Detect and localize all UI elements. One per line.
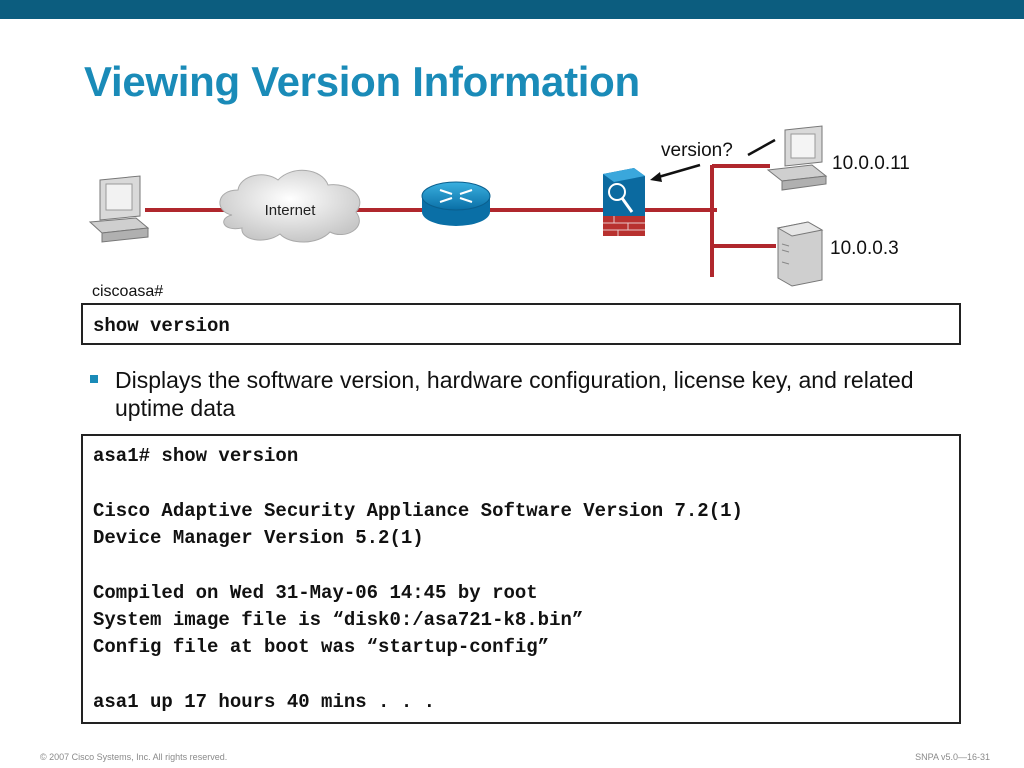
command-text: show version bbox=[93, 315, 230, 337]
output-line: asa1 up 17 hours 40 mins . . . bbox=[93, 691, 436, 713]
internet-cloud-icon bbox=[219, 169, 361, 243]
output-line: Cisco Adaptive Security Appliance Softwa… bbox=[93, 500, 743, 522]
network-links bbox=[145, 164, 776, 277]
client-pc-icon bbox=[88, 175, 150, 243]
bullet-item: Displays the software version, hardware … bbox=[90, 366, 950, 422]
output-line: Device Manager Version 5.2(1) bbox=[93, 527, 424, 549]
output-line: Config file at boot was “startup-config” bbox=[93, 636, 550, 658]
router-icon bbox=[421, 181, 491, 226]
server-icon bbox=[776, 221, 824, 287]
output-box: asa1# show version Cisco Adaptive Securi… bbox=[81, 434, 961, 724]
arrow-head-icon bbox=[650, 172, 662, 182]
bullet-square-icon bbox=[90, 375, 98, 383]
slide-number-footer: SNPA v5.0—16-31 bbox=[915, 752, 990, 762]
query-arrows bbox=[654, 138, 776, 180]
network-diagram: Internet bbox=[88, 125, 828, 287]
server-ip-label: 10.0.0.3 bbox=[830, 238, 899, 259]
host-pc-icon bbox=[766, 125, 828, 191]
bullet-text: Displays the software version, hardware … bbox=[115, 367, 914, 421]
slide-title: Viewing Version Information bbox=[84, 58, 640, 105]
version-query-label: version? bbox=[661, 140, 733, 161]
cli-prompt-label: ciscoasa# bbox=[92, 283, 164, 300]
cloud-label: Internet bbox=[265, 202, 317, 219]
command-box: show version bbox=[81, 303, 961, 345]
output-line: System image file is “disk0:/asa721-k8.b… bbox=[93, 609, 584, 631]
output-line: asa1# show version bbox=[93, 445, 299, 467]
host-ip-label: 10.0.0.11 bbox=[832, 153, 910, 174]
copyright-footer: © 2007 Cisco Systems, Inc. All rights re… bbox=[40, 752, 228, 762]
asa-firewall-icon bbox=[603, 168, 645, 236]
top-banner bbox=[0, 0, 1024, 19]
output-line: Compiled on Wed 31-May-06 14:45 by root bbox=[93, 582, 538, 604]
